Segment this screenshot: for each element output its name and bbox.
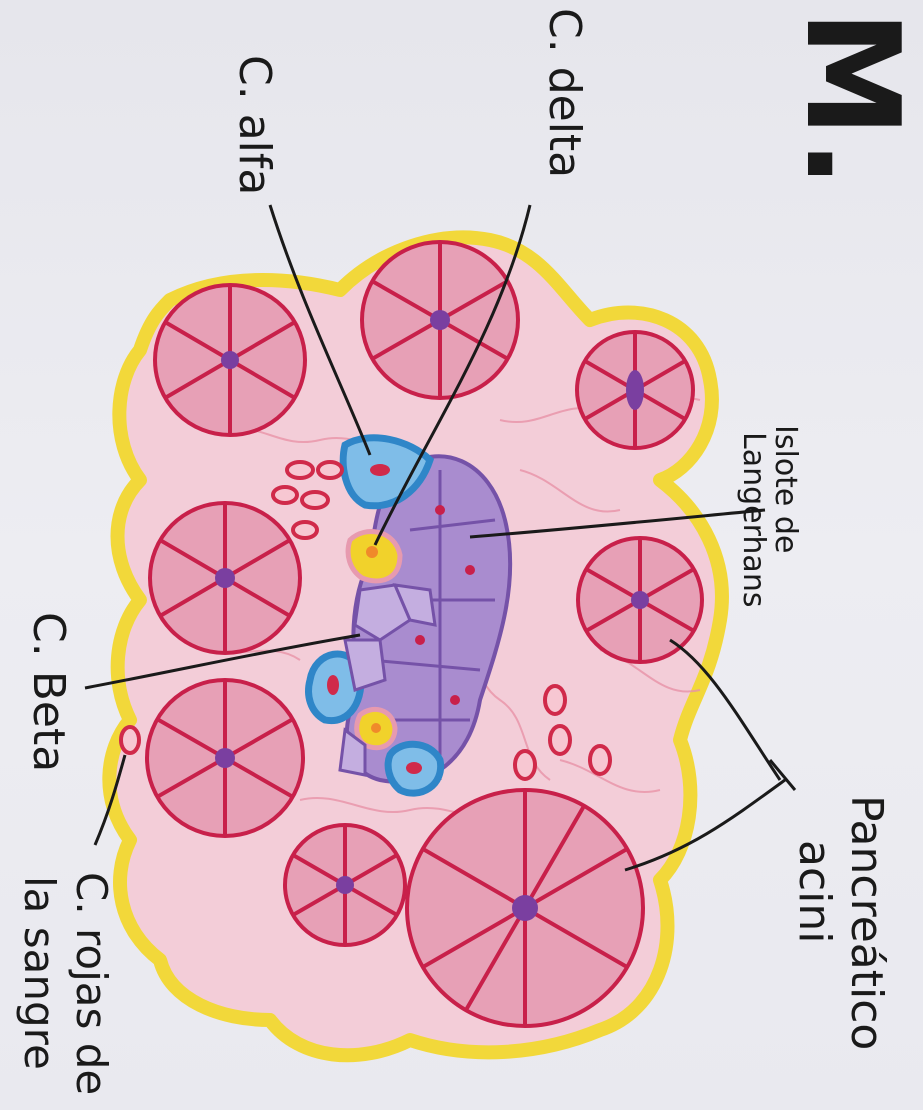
- page-title: M.: [787, 10, 915, 190]
- label-red-blood-cells-line-2: la sangre: [18, 876, 60, 1070]
- acinus-6: [147, 680, 303, 836]
- delta-cell-1: [348, 532, 400, 581]
- label-beta-cell: C. Beta: [26, 612, 70, 772]
- label-islet-line-1: Islote de: [770, 425, 800, 553]
- label-pancreatic-line-1: Pancreático: [844, 795, 888, 1050]
- acinus-5: [578, 538, 702, 662]
- acinus-3: [577, 332, 693, 448]
- label-alpha-cell: C. alfa: [232, 55, 276, 195]
- acinus-7: [285, 825, 405, 945]
- acinus-8: [407, 790, 643, 1026]
- acinus-1: [155, 285, 305, 435]
- leader-pancreatico-hook: [770, 760, 795, 790]
- label-red-blood-cells-line-1: C. rojas de: [70, 872, 112, 1095]
- label-islet-line-2: Langerhans: [738, 432, 768, 607]
- label-pancreatic-line-2: acini: [792, 840, 836, 944]
- acinus-4: [150, 503, 300, 653]
- alpha-cell-3: [388, 744, 441, 793]
- label-delta-cell: C. delta: [542, 8, 586, 178]
- acinus-2: [362, 242, 518, 398]
